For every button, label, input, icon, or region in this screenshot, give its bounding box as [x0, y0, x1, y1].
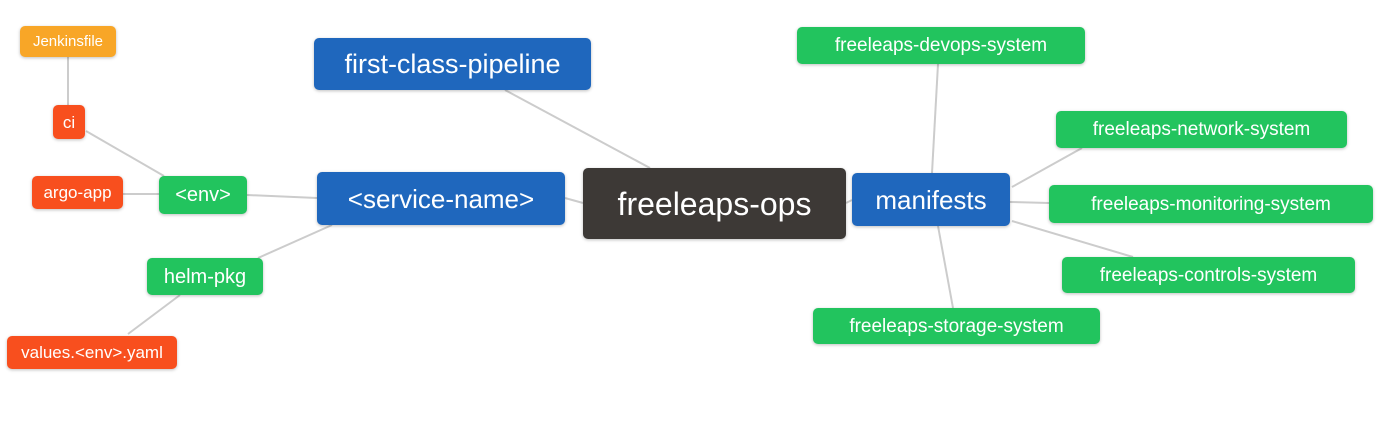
node-freeleaps-storage-system[interactable]: freeleaps-storage-system	[813, 308, 1100, 344]
node-helm-pkg[interactable]: helm-pkg	[147, 258, 263, 295]
node-env[interactable]: <env>	[159, 176, 247, 214]
edge-values-env-yaml-helm-pkg	[127, 294, 181, 335]
edge-manifests-freeleaps-network-system	[1011, 147, 1083, 188]
node-ci[interactable]: ci	[53, 105, 85, 139]
node-freeleaps-controls-system[interactable]: freeleaps-controls-system	[1062, 257, 1355, 293]
node-freeleaps-network-system[interactable]: freeleaps-network-system	[1056, 111, 1347, 148]
edge-env-service-name	[246, 194, 318, 199]
node-values-env-yaml[interactable]: values.<env>.yaml	[7, 336, 177, 369]
node-service-name[interactable]: <service-name>	[317, 172, 565, 225]
node-first-class-pipeline[interactable]: first-class-pipeline	[314, 38, 591, 90]
edge-manifests-freeleaps-storage-system	[937, 225, 954, 309]
node-manifests[interactable]: manifests	[852, 173, 1010, 226]
node-freeleaps-monitoring-system[interactable]: freeleaps-monitoring-system	[1049, 185, 1373, 223]
edge-freeleaps-devops-system-manifests	[931, 63, 939, 174]
edge-manifests-freeleaps-monitoring-system	[1009, 201, 1050, 204]
edge-helm-pkg-service-name	[257, 224, 333, 259]
edge-first-class-pipeline-freeleaps-ops	[504, 89, 651, 169]
edge-ci-env	[85, 130, 165, 177]
node-freeleaps-ops[interactable]: freeleaps-ops	[583, 168, 846, 239]
node-jenkinsfile[interactable]: Jenkinsfile	[20, 26, 116, 57]
edge-service-name-freeleaps-ops	[564, 197, 584, 204]
node-freeleaps-devops-system[interactable]: freeleaps-devops-system	[797, 27, 1085, 64]
edge-manifests-freeleaps-controls-system	[1011, 220, 1134, 258]
node-argo-app[interactable]: argo-app	[32, 176, 123, 209]
